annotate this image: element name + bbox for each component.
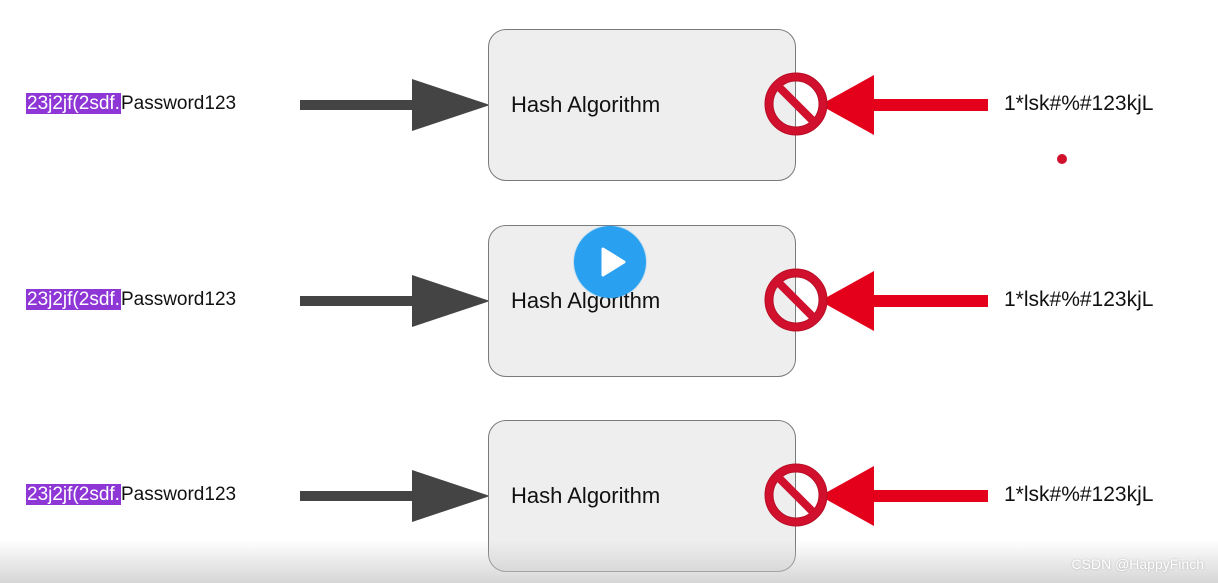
- no-entry-icon: [764, 463, 828, 527]
- hash-output-text: 1*lsk#%#123kjL: [1004, 288, 1154, 311]
- hash-algorithm-label: Hash Algorithm: [511, 483, 661, 508]
- arrow-left-icon: [820, 271, 988, 331]
- watermark-text: CSDN @HappyFinch: [1071, 556, 1204, 572]
- red-dot-marker: [1057, 154, 1067, 164]
- arrow-left-icon: [820, 466, 988, 526]
- no-entry-icon: [764, 268, 828, 332]
- password-text: Password123: [120, 93, 237, 114]
- arrow-left-icon: [820, 75, 988, 135]
- video-play-button[interactable]: [574, 226, 646, 298]
- salt-text: 23j2jf(2sdf.: [26, 289, 121, 310]
- salt-text: 23j2jf(2sdf.: [26, 93, 121, 114]
- password-text: Password123: [120, 484, 237, 505]
- play-icon: [601, 247, 626, 277]
- password-text: Password123: [120, 289, 237, 310]
- salted-password-input: 23j2jf(2sdf.Password123: [26, 91, 236, 117]
- arrow-right-icon: [300, 470, 490, 522]
- arrow-right-icon: [300, 275, 490, 327]
- hash-output-text: 1*lsk#%#123kjL: [1004, 92, 1154, 115]
- bottom-gradient-bar: [0, 540, 1218, 583]
- salt-text: 23j2jf(2sdf.: [26, 484, 121, 505]
- hash-row-1: 23j2jf(2sdf.Password123 Hash Algorithm 1…: [0, 28, 1218, 188]
- hash-algorithm-label: Hash Algorithm: [511, 288, 661, 313]
- arrow-right-icon: [300, 79, 490, 131]
- salted-password-input: 23j2jf(2sdf.Password123: [26, 482, 236, 508]
- no-entry-icon: [764, 72, 828, 136]
- hash-algorithm-box: Hash Algorithm: [488, 29, 796, 181]
- salted-password-input: 23j2jf(2sdf.Password123: [26, 287, 236, 313]
- hash-output-text: 1*lsk#%#123kjL: [1004, 483, 1154, 506]
- hash-algorithm-label: Hash Algorithm: [511, 92, 661, 117]
